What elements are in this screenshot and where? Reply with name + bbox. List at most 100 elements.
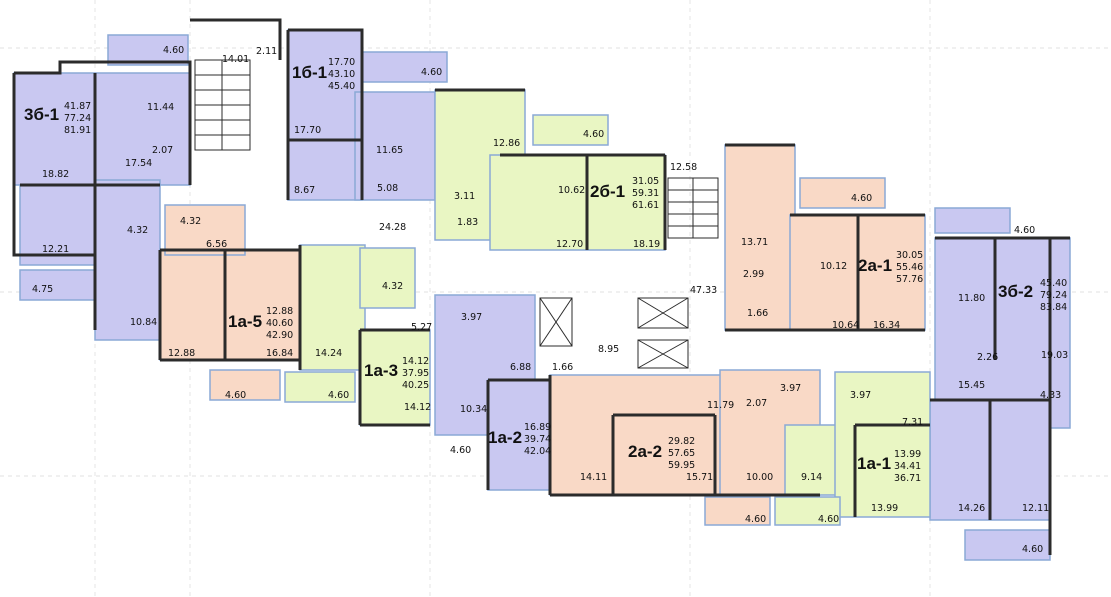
room-area: 5.08: [377, 183, 398, 194]
zone-1a-5: [159, 249, 301, 361]
room-area: 4.60: [745, 514, 766, 525]
room-area: 17.70: [294, 125, 321, 136]
apartment-code: 1а-2: [488, 428, 522, 447]
room-area: 10.64: [832, 320, 859, 331]
room-area: 13.71: [741, 237, 768, 248]
room-area: 4.60: [583, 129, 604, 140]
room-area: 4.60: [1022, 544, 1043, 555]
room-area: 1.66: [552, 362, 573, 373]
apartment-1a-1: 1а-1 13.99 34.41 36.71: [857, 449, 921, 484]
room-area: 3.97: [780, 383, 801, 394]
zone-2b-1-balcony: [532, 114, 609, 146]
apartment-total-area: 43.10: [328, 69, 355, 80]
room-area: 2.99: [743, 269, 764, 280]
room-area: 12.58: [670, 162, 697, 173]
room-area: 10.00: [746, 472, 773, 483]
zone-3b-1-kitchen: [94, 179, 161, 341]
apartment-total-area: 34.41: [894, 461, 921, 472]
room-area: 14.24: [315, 348, 342, 359]
room-area: 2.26: [977, 352, 998, 363]
room-area: 4.60: [450, 445, 471, 456]
apartment-total-area: 39.74: [524, 434, 551, 445]
elevator-3: [637, 339, 689, 369]
room-area: 10.84: [130, 317, 157, 328]
apartment-2b-1: 2б-1 31.05 59.31 61.61: [590, 176, 659, 211]
apartment-living-area: 41.87: [64, 101, 91, 112]
apartment-gross-area: 40.25: [402, 380, 429, 391]
room-area: 18.82: [42, 169, 69, 180]
walls: [12, 18, 1070, 555]
apartment-gross-area: 57.76: [896, 274, 923, 285]
apartment-gross-area: 81.91: [64, 125, 91, 136]
zone-1a-3-b: [359, 329, 431, 426]
zone-1a-5-balcony: [209, 369, 281, 401]
room-area: 16.34: [873, 320, 900, 331]
zone-1a-1-b: [834, 371, 931, 518]
apartment-code: 1а-3: [364, 361, 398, 380]
room-area: 14.01: [222, 54, 249, 65]
room-area: 4.60: [225, 390, 246, 401]
zone-3b-2-a: [934, 237, 1071, 429]
room-area-labels: 4.60 14.01 2.11 4.60 11.44 2.07 17.54 18…: [32, 45, 1068, 555]
apartment-gross-area: 42.90: [266, 330, 293, 341]
apartment-gross-area: 83.84: [1040, 302, 1067, 313]
room-area: 6.56: [206, 239, 227, 250]
zone-2a-1-balcony: [799, 177, 886, 209]
room-area: 11.79: [707, 400, 734, 411]
apartment-living-area: 17.70: [328, 57, 355, 68]
room-area: 15.45: [958, 380, 985, 391]
apartment-code: 3б-1: [24, 105, 59, 124]
apartment-gross-area: 45.40: [328, 81, 355, 92]
room-area: 12.86: [493, 138, 520, 149]
zone-1a-3-balcony: [284, 371, 356, 403]
apartment-living-area: 31.05: [632, 176, 659, 187]
apartment-code: 1а-5: [228, 312, 262, 331]
room-area: 11.65: [376, 145, 403, 156]
room-area: 5.27: [411, 322, 432, 333]
apartment-total-area: 79.24: [1040, 290, 1067, 301]
room-area: 13.99: [871, 503, 898, 514]
apartment-1b-1: 1б-1 17.70 43.10 45.40: [292, 57, 355, 92]
room-area: 24.28: [379, 222, 406, 233]
room-area: 10.12: [820, 261, 847, 272]
room-area: 11.44: [147, 102, 174, 113]
apartment-1a-5: 1а-5 12.88 40.60 42.90: [228, 306, 293, 341]
zone-1b-1-main: [287, 29, 363, 201]
apartment-total-area: 57.65: [668, 448, 695, 459]
apartment-2a-1: 2а-1 30.05 55.46 57.76: [858, 250, 923, 285]
zone-1a-3-a: [299, 244, 366, 371]
apartment-living-area: 29.82: [668, 436, 695, 447]
zone-3b-1-balcony-top: [107, 34, 189, 66]
zone-2a-1-a: [724, 144, 796, 331]
apartment-living-area: 13.99: [894, 449, 921, 460]
apartment-living-area: 45.40: [1040, 278, 1067, 289]
room-area: 2.07: [152, 145, 173, 156]
zone-2a-2-a: [549, 374, 726, 496]
zone-2a-2-balcony: [704, 496, 771, 526]
room-area: 4.60: [851, 193, 872, 204]
zone-3b-1-lower: [19, 184, 101, 266]
apartment-living-area: 30.05: [896, 250, 923, 261]
elevator-2: [637, 297, 689, 329]
room-area: 11.80: [958, 293, 985, 304]
room-area: 12.11: [1022, 503, 1049, 514]
room-area: 4.60: [818, 514, 839, 525]
room-area: 10.34: [460, 404, 487, 415]
zone-1a-5-bath: [164, 204, 246, 256]
room-area: 3.11: [454, 191, 475, 202]
apartment-total-area: 40.60: [266, 318, 293, 329]
apartment-labels: 3б-1 41.87 77.24 81.91 1б-1 17.70 43.10 …: [24, 57, 1067, 484]
apartment-total-area: 37.95: [402, 368, 429, 379]
apartment-gross-area: 61.61: [632, 200, 659, 211]
room-area: 17.54: [125, 158, 152, 169]
stair-cores: [194, 59, 719, 369]
room-area: 14.11: [580, 472, 607, 483]
room-area: 4.60: [1014, 225, 1035, 236]
apartment-living-area: 14.12: [402, 356, 429, 367]
apartment-1a-3: 1а-3 14.12 37.95 40.25: [364, 356, 429, 391]
room-area: 4.32: [382, 281, 403, 292]
apartment-2a-2: 2а-2 29.82 57.65 59.95: [628, 436, 695, 471]
apartment-3b-1: 3б-1 41.87 77.24 81.91: [24, 101, 91, 136]
room-area: 4.32: [180, 216, 201, 227]
